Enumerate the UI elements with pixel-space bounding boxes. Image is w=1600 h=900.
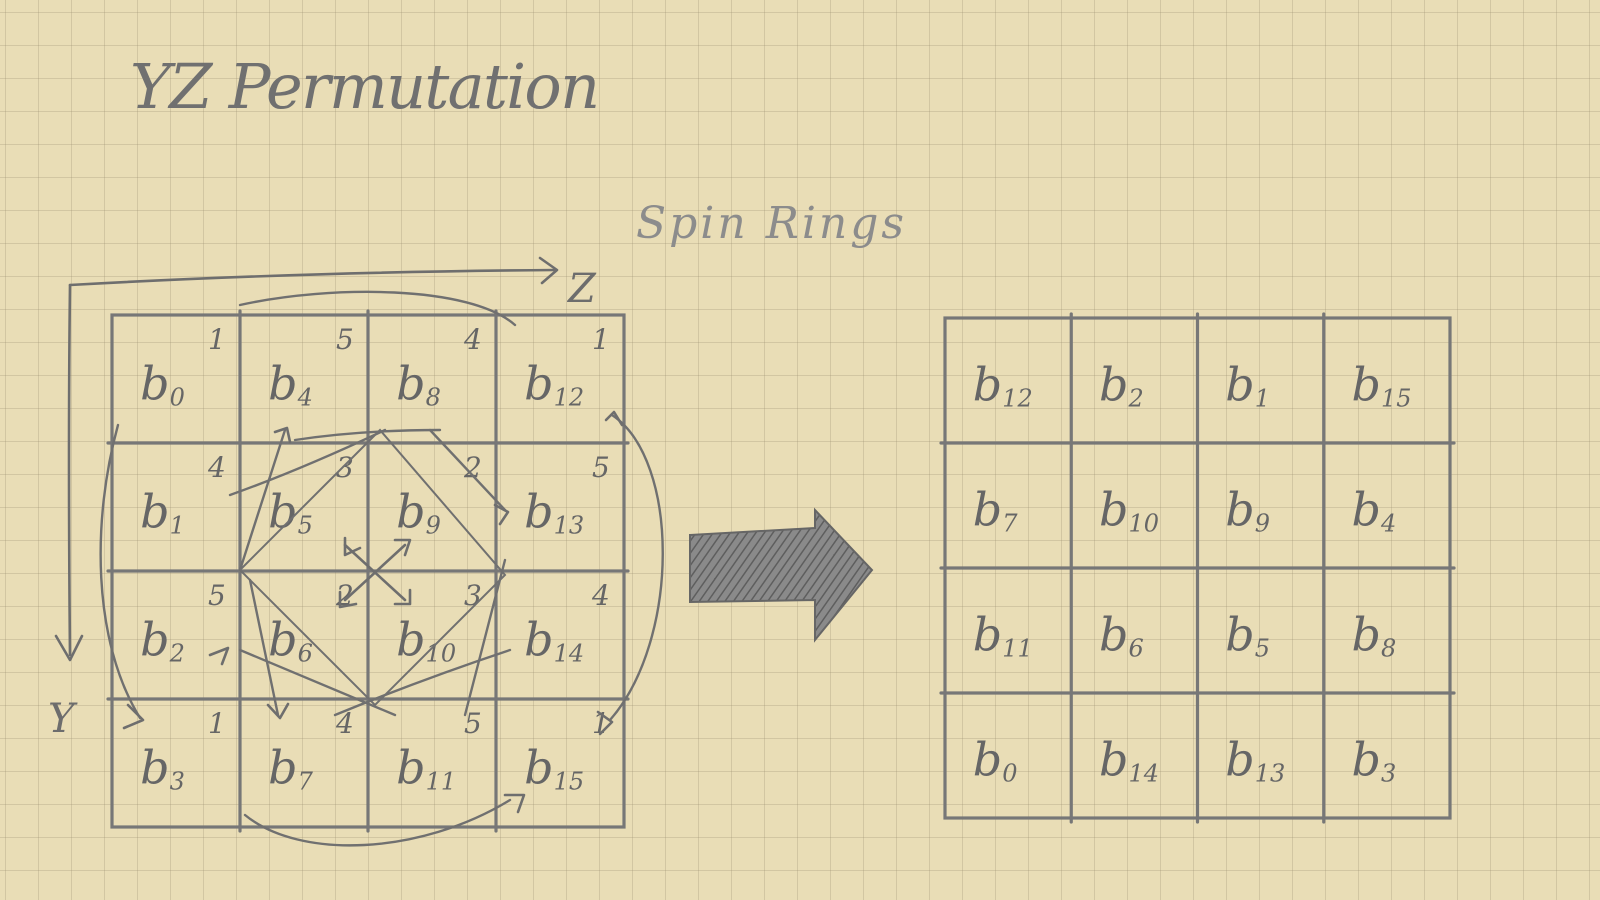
- source-grid-cell-0-3: b12: [524, 356, 584, 411]
- step-count-0-3: 1: [592, 323, 610, 356]
- z-axis-arrow: [68, 256, 559, 287]
- step-count-0-1: 5: [336, 323, 354, 356]
- center-rotation-arrows: [338, 536, 412, 609]
- step-count-1-3: 5: [592, 451, 610, 484]
- step-count-3-3: 1: [592, 707, 610, 740]
- step-count-1-0: 4: [207, 451, 226, 484]
- source-grid-cell-1-1: b5: [268, 484, 313, 539]
- step-count-2-0: 5: [208, 579, 226, 612]
- step-count-1-2: 2: [463, 451, 482, 484]
- source-grid-cell-2-2: b10: [396, 612, 456, 667]
- result-grid-cell-1-2: b9: [1225, 483, 1270, 538]
- result-grid-cell-1-0: b7: [973, 483, 1018, 538]
- step-count-0-0: 1: [208, 323, 226, 356]
- diagram-subtitle: Spin Rings: [636, 198, 904, 249]
- result-grid-cell-0-2: b1: [1225, 358, 1270, 413]
- source-grid-cell-3-3: b15: [524, 740, 584, 795]
- source-grid-cell-3-1: b7: [268, 740, 313, 795]
- source-grid-cell-1-3: b13: [524, 484, 584, 539]
- result-grid-cell-2-3: b8: [1352, 608, 1397, 663]
- result-grid-cell-1-1: b10: [1099, 483, 1159, 538]
- spin-ring-outer: [99, 290, 664, 847]
- spin-ring-inner: [208, 426, 512, 720]
- step-count-0-2: 4: [463, 323, 482, 356]
- y-axis-arrow: [54, 283, 84, 662]
- result-grid-cell-2-1: b6: [1099, 608, 1144, 663]
- y-axis-label: Y: [48, 696, 78, 742]
- result-grid: b12 b2 b1 b15 b7 b10 b9 b4 b11 b6 b5 b8 b0 b14 b13 b3: [939, 312, 1456, 824]
- step-count-3-2: 5: [464, 707, 482, 740]
- transform-arrow: [689, 507, 874, 643]
- result-grid-cell-3-2: b13: [1225, 733, 1285, 788]
- page-title: YZ Permutation: [130, 50, 600, 123]
- source-grid-cell-1-2: b9: [396, 484, 441, 539]
- source-grid-cell-0-1: b4: [268, 356, 313, 411]
- source-grid-cell-3-2: b11: [396, 740, 456, 795]
- source-grid-cell-2-3: b14: [524, 612, 584, 667]
- step-count-3-1: 4: [335, 707, 354, 740]
- source-grid-cell-3-0: b3: [140, 740, 185, 795]
- step-count-2-3: 4: [591, 579, 610, 612]
- source-grid-cell-2-1: b6: [268, 612, 313, 667]
- source-grid-cell-0-2: b8: [396, 356, 441, 411]
- result-grid-cell-2-0: b11: [973, 608, 1033, 663]
- step-count-3-0: 1: [208, 707, 226, 740]
- result-grid-cell-0-1: b2: [1099, 358, 1144, 413]
- source-grid-cell-2-0: b2: [140, 612, 185, 667]
- result-grid-cell-0-0: b12: [973, 358, 1033, 413]
- result-grid-cell-3-3: b3: [1352, 733, 1397, 788]
- step-count-1-1: 3: [336, 451, 354, 484]
- result-grid-cell-1-3: b4: [1352, 483, 1397, 538]
- source-grid-cell-1-0: b1: [140, 484, 185, 539]
- result-grid-cell-3-0: b0: [973, 733, 1018, 788]
- source-grid-cell-0-0: b0: [140, 356, 185, 411]
- result-grid-cell-3-1: b14: [1099, 733, 1159, 788]
- result-grid-cell-2-2: b5: [1225, 608, 1270, 663]
- z-axis-label: Z: [566, 266, 597, 312]
- result-grid-cell-0-3: b15: [1352, 358, 1412, 413]
